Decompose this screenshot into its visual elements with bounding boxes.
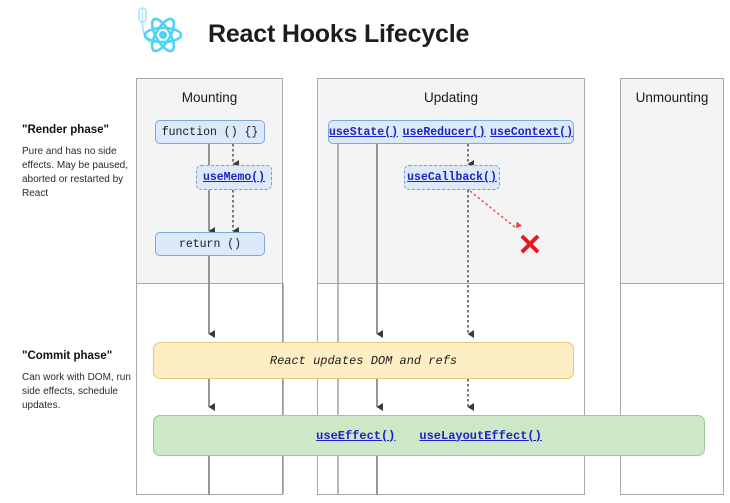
use-memo-link[interactable]: useMemo() <box>202 171 266 184</box>
blocked-mark-icon: ✕ <box>517 229 543 262</box>
commit-phase-title: "Commit phase" <box>22 350 113 362</box>
use-layout-effect-link[interactable]: useLayoutEffect() <box>419 428 542 443</box>
node-function-declaration[interactable]: function () {} <box>155 120 265 144</box>
node-use-callback[interactable]: useCallback() <box>404 165 500 190</box>
node-return-label: return () <box>178 237 242 251</box>
page-title: React Hooks Lifecycle <box>208 19 470 48</box>
node-function-label: function () {} <box>161 125 259 139</box>
use-context-link[interactable]: useContext() <box>490 125 573 139</box>
render-phase-legend: "Render phase" Pure and has no side effe… <box>22 124 134 201</box>
use-reducer-link[interactable]: useReducer() <box>402 125 486 139</box>
render-phase-title: "Render phase" <box>22 124 109 136</box>
node-use-memo[interactable]: useMemo() <box>196 165 272 190</box>
use-state-link[interactable]: useState() <box>329 125 399 139</box>
render-phase-description: Pure and has no side effects. May be pau… <box>22 146 128 199</box>
bar-react-updates-dom: React updates DOM and refs <box>153 342 574 379</box>
use-effect-link[interactable]: useEffect() <box>316 428 396 443</box>
react-atom-logo-icon <box>138 7 183 53</box>
column-unmounting: Unmounting <box>620 78 724 495</box>
commit-phase-description: Can work with DOM, run side effects, sch… <box>22 372 131 411</box>
bar-dom-label: React updates DOM and refs <box>269 353 458 368</box>
commit-phase-legend: "Commit phase" Can work with DOM, run si… <box>22 350 134 413</box>
unmounting-render-shade <box>621 79 723 284</box>
column-title-updating: Updating <box>423 90 479 105</box>
column-title-mounting: Mounting <box>181 90 238 105</box>
node-return[interactable]: return () <box>155 232 265 256</box>
node-state-hooks-row[interactable]: useState() useReducer() useContext() <box>328 120 574 144</box>
bar-effect-hooks: useEffect() useLayoutEffect() <box>153 415 705 456</box>
use-callback-link[interactable]: useCallback() <box>407 171 497 184</box>
page-header: React Hooks Lifecycle <box>130 4 469 64</box>
column-title-unmounting: Unmounting <box>635 90 709 105</box>
